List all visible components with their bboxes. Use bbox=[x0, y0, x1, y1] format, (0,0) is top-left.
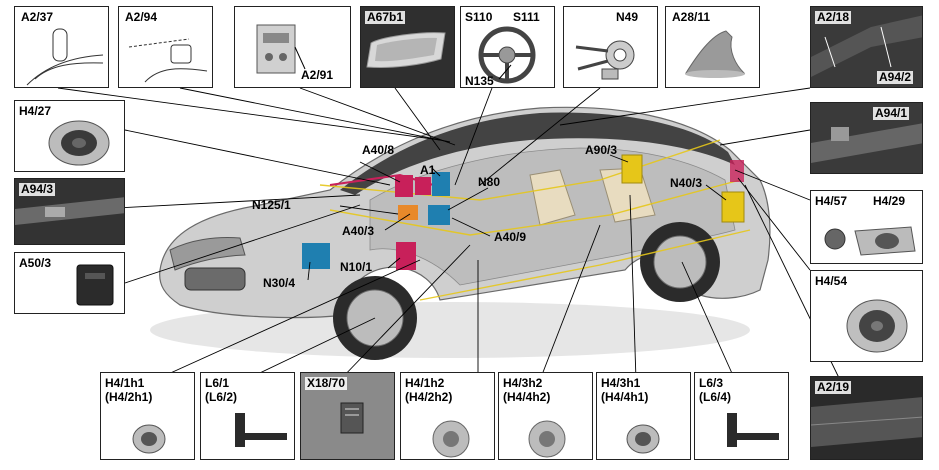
module-a40-8 bbox=[395, 175, 413, 197]
label-a50-3: A50/3 bbox=[19, 256, 52, 270]
control-module-icon bbox=[76, 264, 114, 306]
callout-a40-8: A40/8 bbox=[362, 143, 395, 157]
leader-lines bbox=[57, 87, 841, 381]
label-l6-1: L6/1 bbox=[205, 376, 230, 390]
panel-h4-1h1: H4/1h1 (H4/2h1) bbox=[100, 372, 195, 460]
rear-view-mirror-icon bbox=[361, 7, 454, 87]
panel-steering-wheel: S110 S111 N135 bbox=[460, 6, 555, 88]
door-midrange-speaker-icon bbox=[432, 420, 470, 458]
label-l6-3: L6/3 bbox=[699, 376, 724, 390]
label-h4-4h1: (H4/4h1) bbox=[601, 390, 649, 404]
callout-n125-1: N125/1 bbox=[252, 198, 291, 212]
label-h4-57: H4/57 bbox=[815, 194, 848, 208]
seat-front bbox=[529, 169, 576, 226]
rear-tweeter-icon bbox=[626, 424, 660, 454]
rear-wheel-speed-sensor-icon bbox=[727, 413, 779, 447]
panel-h4-27: H4/27 bbox=[14, 100, 125, 172]
panel-l6-3: L6/3 (L6/4) bbox=[694, 372, 789, 460]
callout-a1: A1 bbox=[420, 163, 436, 177]
label-h4-3h1: H4/3h1 bbox=[601, 376, 641, 390]
steering-wheel-icon bbox=[478, 26, 536, 84]
panel-h4-1h2: H4/1h2 (H4/2h2) bbox=[400, 372, 495, 460]
callout-n40-3: N40/3 bbox=[670, 176, 703, 190]
panel-a2-37: A2/37 bbox=[14, 6, 109, 88]
label-l6-2: (L6/2) bbox=[205, 390, 238, 404]
subwoofer-icon bbox=[846, 299, 908, 353]
module-a90-3 bbox=[621, 154, 643, 184]
roof-antenna-icon bbox=[685, 30, 746, 78]
label-n49: N49 bbox=[616, 10, 639, 24]
label-h4-27: H4/27 bbox=[19, 104, 52, 118]
sensor-clip-icon bbox=[26, 28, 104, 86]
label-h4-4h2: (H4/4h2) bbox=[503, 390, 551, 404]
label-a67b1: A67b1 bbox=[365, 10, 406, 24]
car-roof bbox=[340, 112, 735, 195]
label-a2-94: A2/94 bbox=[125, 10, 158, 24]
panel-l6-1: L6/1 (L6/2) bbox=[200, 372, 295, 460]
label-h4-1h2: H4/1h2 bbox=[405, 376, 445, 390]
panel-a2-91: A2/91 bbox=[234, 6, 351, 88]
label-h4-54: H4/54 bbox=[815, 274, 848, 288]
module-n10-1 bbox=[396, 242, 416, 270]
callout-a90-3: A90/3 bbox=[585, 143, 618, 157]
control-unit-icon bbox=[256, 24, 306, 74]
panel-a94-3: A94/3 bbox=[14, 178, 125, 245]
panel-a28-11: A28/11 bbox=[665, 6, 760, 88]
module-a40-3 bbox=[398, 205, 418, 220]
panel-a2-18: A2/18 A94/2 bbox=[810, 6, 923, 88]
panel-a2-19: A2/19 bbox=[810, 376, 923, 460]
panel-a50-3: A50/3 bbox=[14, 252, 125, 314]
label-a94-1: A94/1 bbox=[873, 106, 910, 120]
label-h4-2h2: (H4/2h2) bbox=[405, 390, 453, 404]
panel-n49: N49 bbox=[563, 6, 658, 88]
label-x18-70: X18/70 bbox=[305, 376, 348, 390]
speaker-icon bbox=[48, 120, 110, 166]
label-s110: S110 bbox=[465, 10, 493, 24]
panel-a2-94: A2/94 bbox=[118, 6, 213, 88]
label-a28-11: A28/11 bbox=[672, 10, 711, 24]
label-a2-19: A2/19 bbox=[815, 380, 852, 394]
wheel-speed-sensor-icon bbox=[235, 413, 287, 447]
sensor-mount-icon bbox=[128, 38, 208, 83]
rear-rim bbox=[653, 235, 707, 289]
panel-a94-1: A94/1 bbox=[810, 102, 923, 174]
door-tweeter-icon bbox=[132, 424, 166, 454]
label-s111: S111 bbox=[513, 10, 540, 24]
tweeter-pair-icon bbox=[824, 226, 916, 256]
front-grille bbox=[184, 267, 246, 291]
label-l6-4: (L6/4) bbox=[699, 390, 732, 404]
callout-n10-1: N10/1 bbox=[340, 260, 373, 274]
label-a2-91: A2/91 bbox=[301, 68, 334, 82]
label-a2-18: A2/18 bbox=[815, 10, 852, 24]
panel-x18-70: X18/70 bbox=[300, 372, 395, 460]
rear-midrange-speaker-icon bbox=[528, 420, 566, 458]
module-n80 bbox=[428, 205, 450, 225]
panel-a67b1: A67b1 bbox=[360, 6, 455, 88]
label-h4-29: H4/29 bbox=[873, 194, 906, 208]
label-h4-1h1: H4/1h1 bbox=[105, 376, 145, 390]
callout-n30-4: N30/4 bbox=[263, 276, 296, 290]
callout-a40-9: A40/9 bbox=[494, 230, 527, 244]
label-h4-2h1: (H4/2h1) bbox=[105, 390, 153, 404]
callout-a40-3: A40/3 bbox=[342, 224, 375, 238]
module-a1-magenta bbox=[415, 177, 431, 195]
label-n135: N135 bbox=[465, 74, 494, 88]
panel-h4-57-h4-29: H4/57 H4/29 bbox=[810, 190, 923, 264]
panel-h4-54: H4/54 bbox=[810, 270, 923, 362]
label-a2-37: A2/37 bbox=[21, 10, 54, 24]
module-n30-4 bbox=[302, 243, 330, 269]
label-a94-3: A94/3 bbox=[19, 182, 56, 196]
label-a94-2: A94/2 bbox=[877, 70, 914, 84]
steering-column-switch-icon bbox=[575, 40, 635, 80]
module-n40-3 bbox=[721, 191, 745, 223]
panel-h4-3h1: H4/3h1 (H4/4h1) bbox=[596, 372, 691, 460]
module-a1 bbox=[432, 172, 450, 196]
callout-n80: N80 bbox=[478, 175, 501, 189]
panel-h4-3h2: H4/3h2 (H4/4h2) bbox=[498, 372, 593, 460]
label-h4-3h2: H4/3h2 bbox=[503, 376, 543, 390]
